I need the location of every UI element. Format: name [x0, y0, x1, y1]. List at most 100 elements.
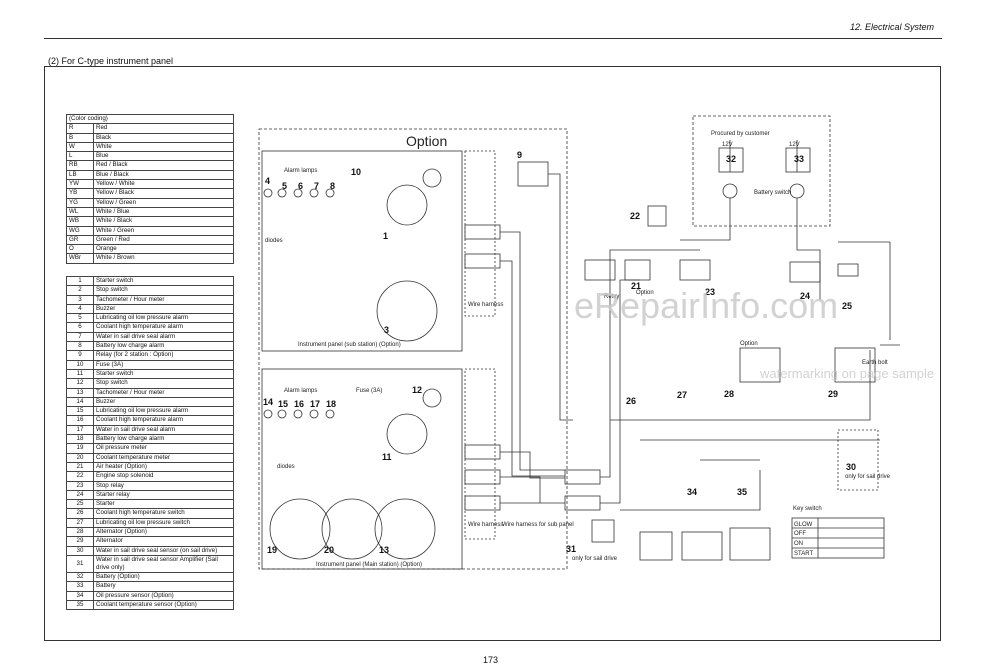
svg-text:17: 17 — [310, 399, 320, 409]
svg-text:32: 32 — [726, 154, 736, 164]
svg-text:28: 28 — [724, 389, 734, 399]
wire-harness-subpanel: Wire harness for sub panel — [502, 522, 574, 528]
diagram-frame — [44, 66, 941, 641]
svg-text:35: 35 — [737, 487, 747, 497]
svg-text:9: 9 — [517, 150, 522, 160]
svg-text:33: 33 — [794, 154, 804, 164]
wire-harness-main: Wire harness — [468, 522, 503, 528]
svg-text:14: 14 — [263, 397, 273, 407]
svg-text:29: 29 — [828, 389, 838, 399]
svg-text:19: 19 — [267, 545, 277, 555]
part-name: Oil pressure sensor (Option) — [93, 590, 234, 601]
panel-main-caption: Instrument panel (Main station) (Option) — [316, 562, 422, 568]
figure-subtitle: (2) For C-type instrument panel — [48, 56, 174, 66]
volt-label-1: 12V — [722, 142, 733, 148]
svg-text:10: 10 — [351, 167, 361, 177]
part-name: Water in sail drive seal alarm — [93, 424, 234, 436]
svg-text:30: 30 — [846, 462, 856, 472]
part-name: Coolant temperature sensor (Option) — [93, 599, 234, 611]
part-name: Lubricating oil low pressure alarm — [93, 406, 234, 417]
part-name: Tachometer / Hour meter — [93, 387, 234, 398]
svg-text:34: 34 — [687, 487, 697, 497]
svg-text:23: 23 — [705, 287, 715, 297]
key-row-on: ON — [794, 541, 803, 547]
only-sail-30: only for sail drive — [845, 474, 891, 480]
option-title: Option — [406, 133, 447, 149]
key-row-start: START — [794, 551, 813, 557]
panel-sub-caption: Instrument panel (sub station) (Option) — [298, 342, 401, 348]
page-number: 173 — [483, 655, 499, 665]
svg-text:22: 22 — [630, 211, 640, 221]
relay-label: Relay — [604, 294, 619, 300]
svg-text:4: 4 — [265, 176, 270, 186]
svg-text:3: 3 — [384, 325, 389, 335]
option-air-heater: Option — [636, 290, 654, 296]
svg-text:26: 26 — [626, 396, 636, 406]
section-header: 12. Electrical System — [849, 22, 934, 32]
svg-text:20: 20 — [324, 545, 334, 555]
alarm-lamps-main: Alarm lamps — [284, 388, 317, 394]
part-name: Relay (for 2 station : Option) — [93, 350, 234, 361]
procured-label: Procured by customer — [711, 131, 770, 137]
part-name: Water in sail drive seal sensor (on sail… — [93, 545, 234, 556]
battery-switch-label: Battery switch — [754, 190, 791, 196]
svg-text:31: 31 — [566, 544, 576, 554]
svg-text:24: 24 — [800, 291, 810, 301]
key-row-glow: GLOW — [794, 522, 813, 528]
part-name: Battery low charge alarm — [93, 341, 234, 352]
part-name: Battery low charge alarm — [93, 434, 234, 445]
part-name: Lubricating oil low pressure alarm — [93, 313, 234, 324]
color-name: White / Brown — [93, 253, 234, 264]
svg-text:25: 25 — [842, 301, 852, 311]
only-sail-31: only for sail drive — [572, 556, 618, 562]
svg-text:15: 15 — [278, 399, 288, 409]
svg-text:8: 8 — [330, 181, 335, 191]
svg-text:1: 1 — [383, 231, 388, 241]
svg-text:27: 27 — [677, 390, 687, 400]
fuse-label: Fuse (3A) — [356, 388, 382, 394]
part-name: Coolant temperature meter — [93, 452, 234, 463]
alarm-lamps-sub: Alarm lamps — [284, 168, 317, 174]
wire-harness-sub: Wire harness — [468, 302, 503, 308]
battery-box — [692, 115, 831, 227]
part-name: Tachometer / Hour meter — [93, 294, 234, 305]
part-name: Coolant high temperature switch — [93, 508, 234, 519]
watermark-text: watermarking on page sample — [759, 366, 934, 381]
svg-text:16: 16 — [294, 399, 304, 409]
part-name: Water in sail drive seal alarm — [93, 331, 234, 343]
part-name: Lubricating oil low pressure switch — [93, 517, 234, 529]
site-watermark: eRepairInfo.com — [574, 285, 838, 326]
volt-label-2: 12V — [789, 142, 800, 148]
key-row-off: OFF — [794, 531, 806, 537]
svg-text:6: 6 — [298, 181, 303, 191]
part-name: Coolant high temperature alarm — [93, 415, 234, 426]
svg-text:12: 12 — [412, 385, 422, 395]
header-rule — [44, 38, 942, 39]
svg-text:7: 7 — [314, 181, 319, 191]
svg-text:21: 21 — [631, 281, 641, 291]
key-switch-title: Key switch — [793, 506, 822, 512]
svg-text:18: 18 — [326, 399, 336, 409]
svg-text:5: 5 — [282, 181, 287, 191]
option-alternator: Option — [740, 341, 758, 347]
